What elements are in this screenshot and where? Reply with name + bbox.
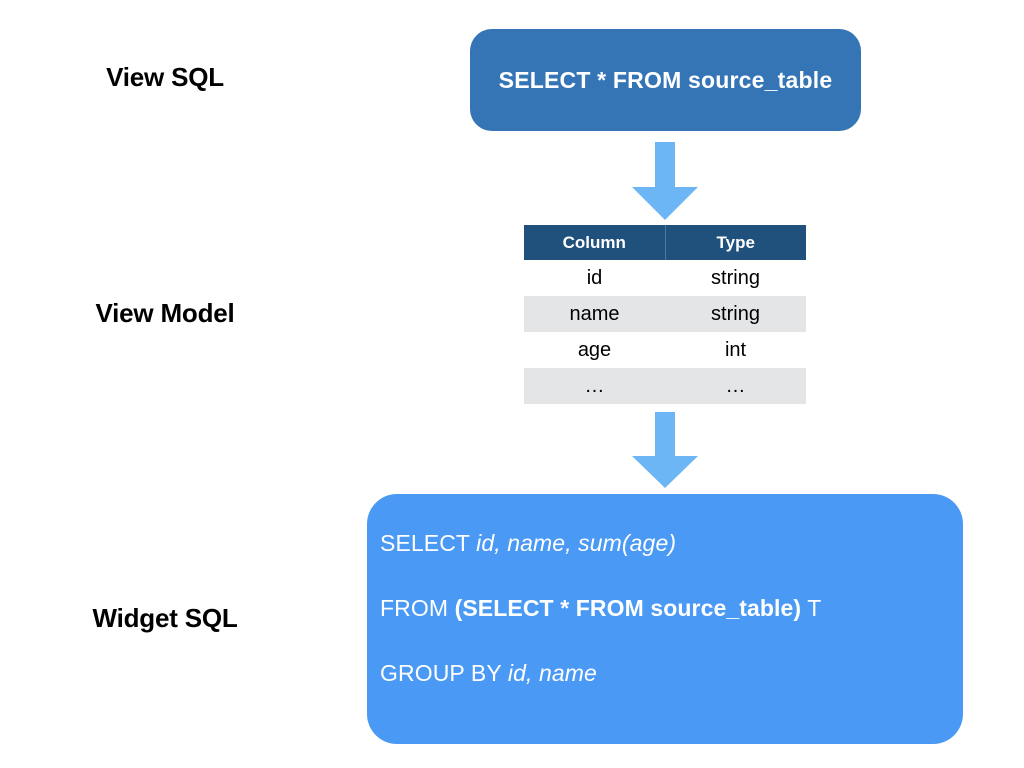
widget-sql-line-from: FROM (SELECT * FROM source_table) T xyxy=(380,597,963,620)
view-sql-box: SELECT * FROM source_table xyxy=(470,29,861,131)
down-arrow-icon-top xyxy=(632,142,698,220)
table-cell-column: age xyxy=(524,332,665,368)
sql-table-alias: T xyxy=(801,595,822,621)
table-header-column: Column xyxy=(524,225,665,260)
table-cell-type: … xyxy=(665,368,806,404)
sql-keyword-from: FROM xyxy=(380,595,455,621)
table-header-type: Type xyxy=(664,225,806,260)
widget-sql-box: SELECT id, name, sum(age) FROM (SELECT *… xyxy=(367,494,963,744)
view-model-table: Column Type id string name string age in… xyxy=(524,225,806,404)
down-arrow-icon-bottom xyxy=(632,412,698,488)
sql-keyword-groupby: GROUP BY xyxy=(380,660,508,686)
table-cell-column: id xyxy=(524,260,665,296)
widget-sql-line-groupby: GROUP BY id, name xyxy=(380,662,963,685)
table-row: … … xyxy=(524,368,806,404)
sql-select-columns: id, name, sum(age) xyxy=(476,530,677,556)
row-label-widget-sql: Widget SQL xyxy=(92,603,238,633)
row-label-view-sql: View SQL xyxy=(106,62,224,92)
table-header-row: Column Type xyxy=(524,225,806,260)
row-label-view-model: View Model xyxy=(95,298,235,328)
table-cell-type: int xyxy=(665,332,806,368)
view-sql-statement: SELECT * FROM source_table xyxy=(498,66,833,93)
table-cell-column: name xyxy=(524,296,665,332)
table-row: age int xyxy=(524,332,806,368)
table-cell-type: string xyxy=(665,296,806,332)
table-cell-type: string xyxy=(665,260,806,296)
table-row: id string xyxy=(524,260,806,296)
sql-groupby-columns: id, name xyxy=(507,660,597,686)
table-row: name string xyxy=(524,296,806,332)
sql-keyword-select: SELECT xyxy=(380,530,477,556)
widget-sql-line-select: SELECT id, name, sum(age) xyxy=(380,532,963,555)
sql-nested-subquery: (SELECT * FROM source_table) xyxy=(454,595,802,621)
table-cell-column: … xyxy=(524,368,665,404)
